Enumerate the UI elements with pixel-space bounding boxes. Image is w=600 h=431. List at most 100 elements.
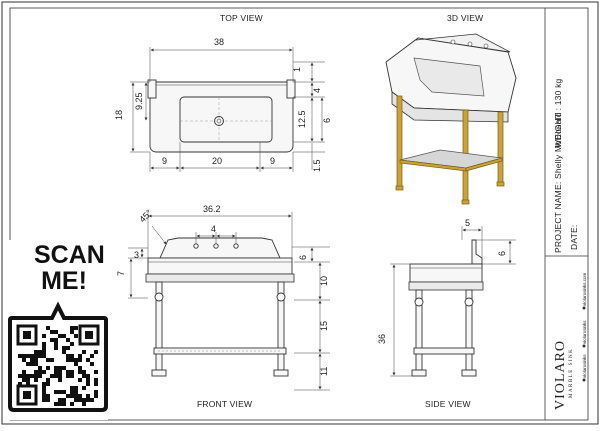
qr-module xyxy=(30,374,34,378)
qr-module xyxy=(70,354,74,358)
qr-module xyxy=(82,374,86,378)
iso-view xyxy=(385,33,517,205)
qr-module xyxy=(70,358,74,362)
qr-module xyxy=(22,374,26,378)
qr-module xyxy=(78,366,82,370)
front-backsplash xyxy=(159,237,281,259)
social-web: violarosinks.com xyxy=(582,272,587,306)
qr-module xyxy=(94,370,98,374)
title-block: WEIGHT : 130 kg PROJECT NAME: Shelly McD… xyxy=(553,78,587,410)
qr-module xyxy=(94,378,98,382)
dim-front-right-11: 11 xyxy=(319,367,329,376)
dim-front-hole: 4 xyxy=(211,224,216,234)
front-view: 36.2 45° 4 3 7 6 10 15 11 xyxy=(116,204,330,391)
side-view: 5 6 36 xyxy=(377,218,516,377)
qr-module xyxy=(90,398,94,402)
dim-side-right-6: 6 xyxy=(497,251,507,256)
qr-module xyxy=(66,374,70,378)
qr-module xyxy=(58,402,62,406)
qr-module xyxy=(26,354,30,358)
dim-top-left: 9 xyxy=(162,156,167,166)
side-view-title: SIDE VIEW xyxy=(425,399,471,409)
qr-module xyxy=(74,334,78,338)
dim-top-depth: 18 xyxy=(114,110,124,120)
qr-module xyxy=(30,354,34,358)
qr-module xyxy=(54,370,58,374)
date-label: DATE: xyxy=(569,225,579,250)
qr-module xyxy=(62,402,66,406)
qr-module xyxy=(86,394,90,398)
qr-module xyxy=(70,390,74,394)
qr-module xyxy=(74,326,78,330)
qr-module xyxy=(54,366,58,370)
side-backsplash xyxy=(471,239,483,265)
qr-module xyxy=(58,334,62,338)
qr-module xyxy=(74,362,78,366)
qr-module xyxy=(58,366,62,370)
qr-module xyxy=(82,370,86,374)
qr-module xyxy=(34,350,38,354)
qr-module xyxy=(94,390,98,394)
qr-module xyxy=(86,382,90,386)
iso-view-title: 3D VIEW xyxy=(447,13,483,23)
qr-module xyxy=(62,390,66,394)
qr-module xyxy=(70,394,74,398)
qr-module xyxy=(62,398,66,402)
qr-module xyxy=(58,378,62,382)
qr-module xyxy=(74,386,78,390)
qr-module xyxy=(26,382,30,386)
instagram-icon xyxy=(582,344,586,348)
qr-module xyxy=(74,398,78,402)
qr-module xyxy=(94,394,98,398)
qr-module xyxy=(34,362,38,366)
qr-module xyxy=(86,374,90,378)
qr-module xyxy=(54,342,58,346)
qr-code-icon[interactable] xyxy=(8,240,108,420)
qr-module xyxy=(66,346,70,350)
qr-module xyxy=(58,390,62,394)
facebook-icon xyxy=(582,378,586,382)
qr-module xyxy=(82,398,86,402)
qr-module xyxy=(42,354,46,358)
qr-module xyxy=(42,394,46,398)
qr-module xyxy=(38,374,42,378)
social-facebook: violarosinks xyxy=(582,354,587,378)
qr-module xyxy=(18,354,22,358)
qr-module xyxy=(54,390,58,394)
qr-module xyxy=(34,370,38,374)
qr-module xyxy=(74,394,78,398)
qr-module xyxy=(70,370,74,374)
qr-module xyxy=(66,358,70,362)
qr-module xyxy=(42,350,46,354)
qr-module xyxy=(46,366,50,370)
qr-panel: SCAN ME! xyxy=(8,240,108,420)
qr-module xyxy=(38,354,42,358)
dim-front-left-3: 3 xyxy=(134,250,139,260)
qr-module xyxy=(38,350,42,354)
social-instagram: violarosinks xyxy=(582,320,587,344)
qr-module xyxy=(58,374,62,378)
qr-module xyxy=(70,386,74,390)
qr-module xyxy=(82,350,86,354)
dim-front-width: 36.2 xyxy=(203,204,221,214)
brand-logo: VIOLARO xyxy=(553,340,568,410)
inner-border xyxy=(9,7,589,421)
front-basin-body xyxy=(147,257,293,275)
qr-module xyxy=(70,326,74,330)
qr-module xyxy=(78,394,82,398)
qr-module xyxy=(22,378,26,382)
qr-module xyxy=(86,358,90,362)
iso-basin xyxy=(413,57,485,97)
qr-module xyxy=(62,346,66,350)
top-view: 38 18 9.25 9 20 9 1 4 12.5 6 1.5 xyxy=(114,37,332,172)
qr-module xyxy=(30,362,34,366)
qr-module xyxy=(22,370,26,374)
qr-module xyxy=(18,382,22,386)
scan-label-line2: ME! xyxy=(41,267,87,295)
dim-top-r4: 4 xyxy=(312,88,322,93)
top-view-title: TOP VIEW xyxy=(220,13,263,23)
qr-module xyxy=(82,402,86,406)
dim-top-r1: 1 xyxy=(292,67,302,72)
